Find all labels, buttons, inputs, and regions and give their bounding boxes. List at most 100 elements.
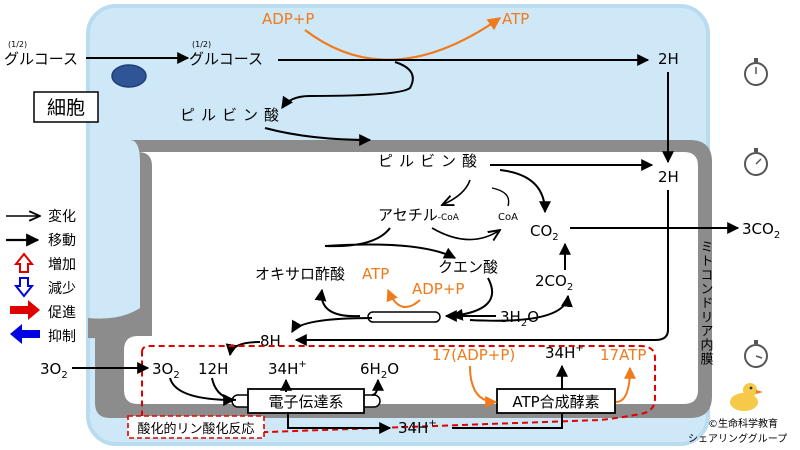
cycle-carrier-tube xyxy=(367,311,441,323)
co2-sub: 2 xyxy=(552,232,558,243)
down-outline-arrow-icon xyxy=(13,277,35,298)
stopwatch-icon xyxy=(744,340,768,368)
cycle-to-oxalo-arrow xyxy=(314,288,361,318)
three-o2-inside: 3O2 xyxy=(152,360,180,381)
coa-recycle-arrow xyxy=(491,187,510,207)
six-h2o-text: 6H xyxy=(360,360,381,378)
left-block-arrow-icon xyxy=(10,324,40,344)
three-co2: 3CO2 xyxy=(742,220,780,241)
synthase-to-atp-arrow xyxy=(615,366,636,403)
o2-to-etc-arrow xyxy=(169,377,236,406)
thirtyfour-h-out-text: 34H xyxy=(398,419,428,437)
cell-label: 細胞 xyxy=(47,97,85,119)
oxphos-label: 酸化的リン酸化反応 xyxy=(137,421,254,437)
etc-to-h2o-arrow xyxy=(371,378,384,396)
mitochondria-crista xyxy=(88,300,150,339)
glycolysis-arrow xyxy=(281,61,414,109)
three-o2-inside-sub: 2 xyxy=(173,370,179,381)
thirtyfour-h-out-plus: + xyxy=(428,418,436,429)
citric-down-arrow xyxy=(450,277,494,321)
co2-text: CO xyxy=(530,222,552,240)
hydrogen-collect-line xyxy=(294,190,669,346)
legend-label-2: 増加 xyxy=(48,257,76,273)
electron-transport-label: 電子伝達系 xyxy=(268,393,343,411)
atp-synthase-box xyxy=(496,388,616,414)
credit-line1: ©生命科学教育 xyxy=(708,417,778,430)
stopwatch-icon xyxy=(744,58,768,86)
co2-to-two-co2-arrow xyxy=(469,294,573,322)
right-block-arrow-icon xyxy=(10,300,40,320)
proton-pump-arrow xyxy=(287,412,392,434)
six-h2o-sub: 2 xyxy=(381,370,387,381)
two-co2: 2CO2 xyxy=(535,272,573,293)
two-h-mito: 2H xyxy=(658,168,679,186)
thirtyfour-h-in: 34H+ xyxy=(268,359,307,378)
thirtyfour-h-mid-plus: + xyxy=(575,343,583,354)
atp-synthase-label: ATP合成酵素 xyxy=(512,393,599,411)
pyruvate-mito: ピルビン酸 xyxy=(378,152,483,170)
glucose-outside: グルコース xyxy=(4,50,78,68)
acetyl-text: アセチル xyxy=(378,206,438,224)
adp-to-synthase-arrow xyxy=(469,365,498,408)
three-o2-outside-text: 3O xyxy=(40,360,61,378)
pyruvate-transport-arrow xyxy=(264,127,372,146)
three-o2-outside: 3O2 xyxy=(40,360,68,381)
stopwatch-icon xyxy=(744,148,768,176)
acetyl-to-citric-arrow xyxy=(324,227,457,259)
thirtyfour-h-out: 34H+ xyxy=(398,418,437,437)
three-h2o-sub: 2 xyxy=(521,318,527,329)
thirtyfour-h-in-plus: + xyxy=(298,359,306,370)
atp-cycle: ATP xyxy=(362,265,389,283)
thirtyfour-h-mid-text: 34H xyxy=(545,344,575,362)
glucose-inside: グルコース xyxy=(189,50,263,68)
acetyl-coa-suffix: -CoA xyxy=(438,213,460,223)
legend-label-1: 移動 xyxy=(48,233,76,249)
legend-label-4: 促進 xyxy=(48,305,76,321)
three-o2-outside-sub: 2 xyxy=(61,370,67,381)
legend: 変化 移動 増加 減少 促進 抑制 xyxy=(6,208,76,345)
six-h2o-o: O xyxy=(387,360,399,378)
pyruvate-to-co2-arrow xyxy=(499,169,551,214)
twelve-h-to-etc-arrow xyxy=(211,377,237,401)
legend-label-5: 抑制 xyxy=(48,329,76,345)
mito-label: ミトコンドリア内膜 xyxy=(698,240,714,366)
three-co2-sub: 2 xyxy=(774,230,780,241)
acetyl-coa: アセチル-CoA xyxy=(378,206,460,224)
coa-label: CoA xyxy=(498,212,518,223)
coa-release-arrow xyxy=(431,227,500,240)
oxaloacetate: オキサロ酢酸 xyxy=(255,265,345,283)
citric-acid: クエン酸 xyxy=(438,258,498,276)
twelve-h: 12H xyxy=(198,360,228,378)
three-h2o-text: 3H xyxy=(500,308,521,326)
glucose-outside-prefix: (1/2) xyxy=(8,40,27,49)
mascot-duck-icon xyxy=(730,383,763,411)
nucleus-ellipse xyxy=(111,64,147,88)
oxphos-label-box xyxy=(127,415,265,439)
up-outline-arrow-icon xyxy=(13,252,35,273)
two-h-top: 2H xyxy=(658,50,679,68)
pyruvate-to-acetyl-arrow xyxy=(442,179,471,205)
electron-transport-box xyxy=(247,388,365,414)
glucose-inside-prefix: (1/2) xyxy=(192,40,211,49)
six-h2o: 6H2O xyxy=(360,360,399,381)
two-co2-sub: 2 xyxy=(567,282,573,293)
three-o2-inside-text: 3O xyxy=(152,360,173,378)
8h-to-etc-arrow xyxy=(225,341,261,357)
two-co2-text: 2CO xyxy=(535,272,567,290)
credit-line2: シェアリンググループ xyxy=(688,432,787,445)
legend-label-0: 変化 xyxy=(48,208,76,225)
adp-p-top: ADP+P xyxy=(262,10,314,28)
atp-17: 17ATP xyxy=(600,346,646,364)
atp-top: ATP xyxy=(502,10,529,28)
thirtyfour-h-mid: 34H+ xyxy=(545,343,584,362)
adp-p-17: 17(ADP+P) xyxy=(432,346,515,364)
co2-label: CO2 xyxy=(530,222,559,243)
eight-h: 8H xyxy=(260,332,281,350)
three-h2o-o: O xyxy=(527,308,539,326)
proton-return-arrow xyxy=(452,414,563,429)
thirtyfour-h-in-text: 34H xyxy=(268,360,298,378)
three-co2-text: 3CO xyxy=(742,220,774,238)
pyruvate-cytoplasm: ピルビン酸 xyxy=(180,106,285,124)
cell-label-box xyxy=(33,91,99,123)
